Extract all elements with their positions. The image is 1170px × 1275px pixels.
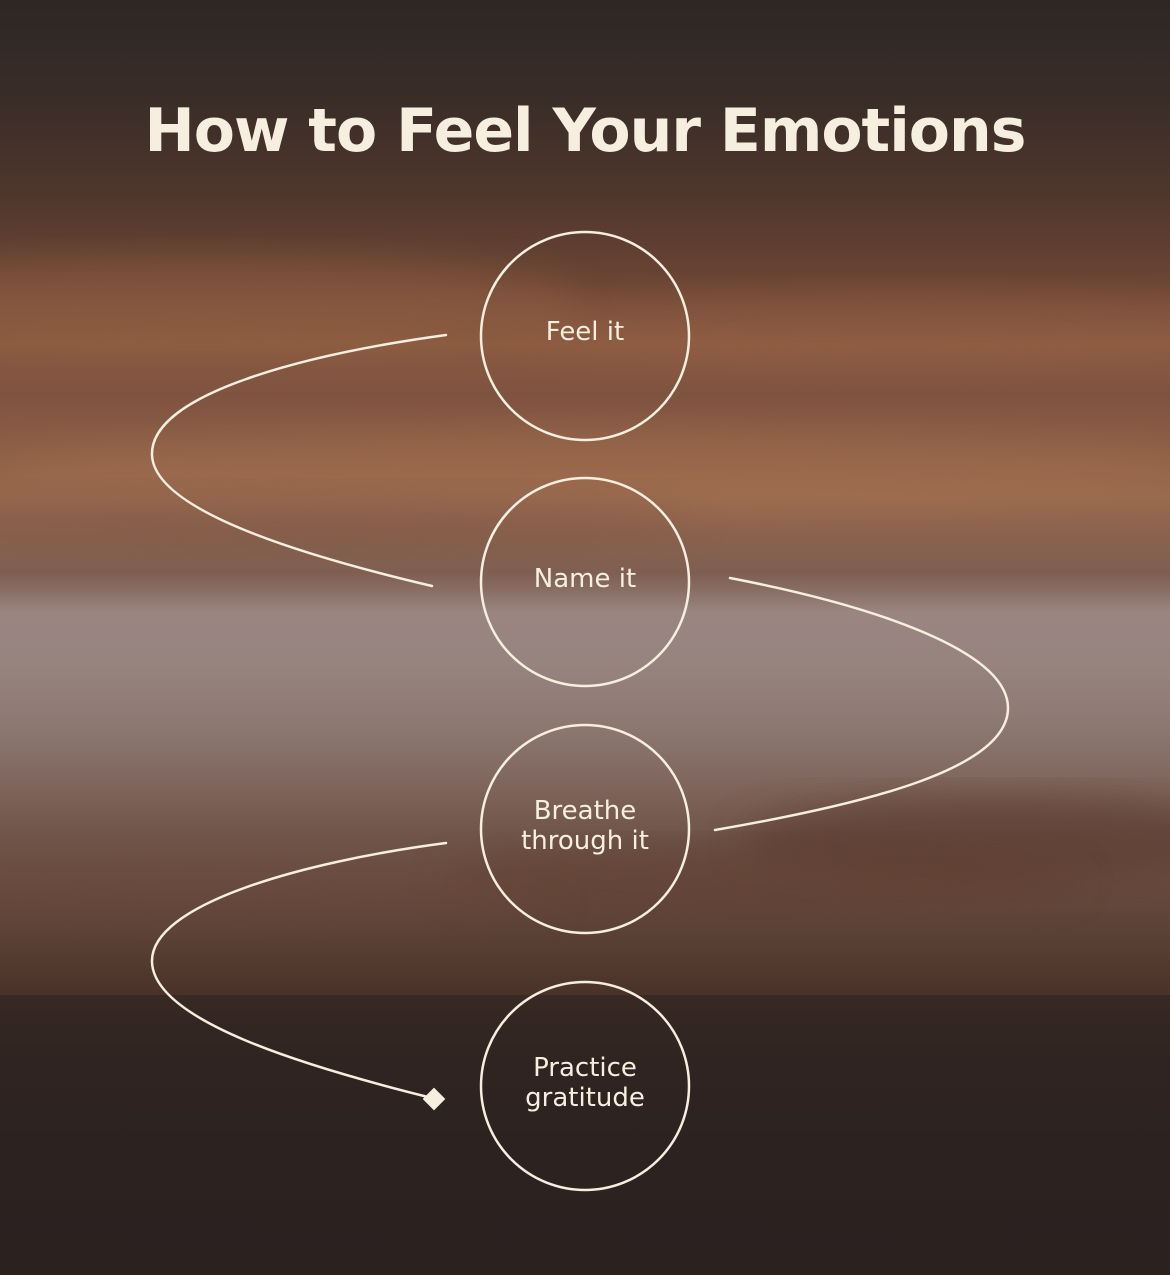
connector-curve-3 xyxy=(150,841,448,1099)
step-circle-practice-gratitude xyxy=(479,980,691,1192)
step-label-practice-gratitude: Practice gratitude xyxy=(525,1053,645,1113)
page-title: How to Feel Your Emotions xyxy=(144,96,1027,166)
step-label-feel-it: Feel it xyxy=(545,317,625,347)
step-circle-breathe-through-it xyxy=(479,723,691,935)
connector-curve-2 xyxy=(713,576,1010,832)
step-circle-feel-it xyxy=(479,230,691,442)
connector-curve-1 xyxy=(150,333,448,588)
end-marker-icon xyxy=(422,1087,446,1111)
step-circle-name-it xyxy=(479,476,691,688)
step-label-breathe-through-it: Breathe through it xyxy=(521,796,649,856)
step-label-name-it: Name it xyxy=(533,564,637,594)
